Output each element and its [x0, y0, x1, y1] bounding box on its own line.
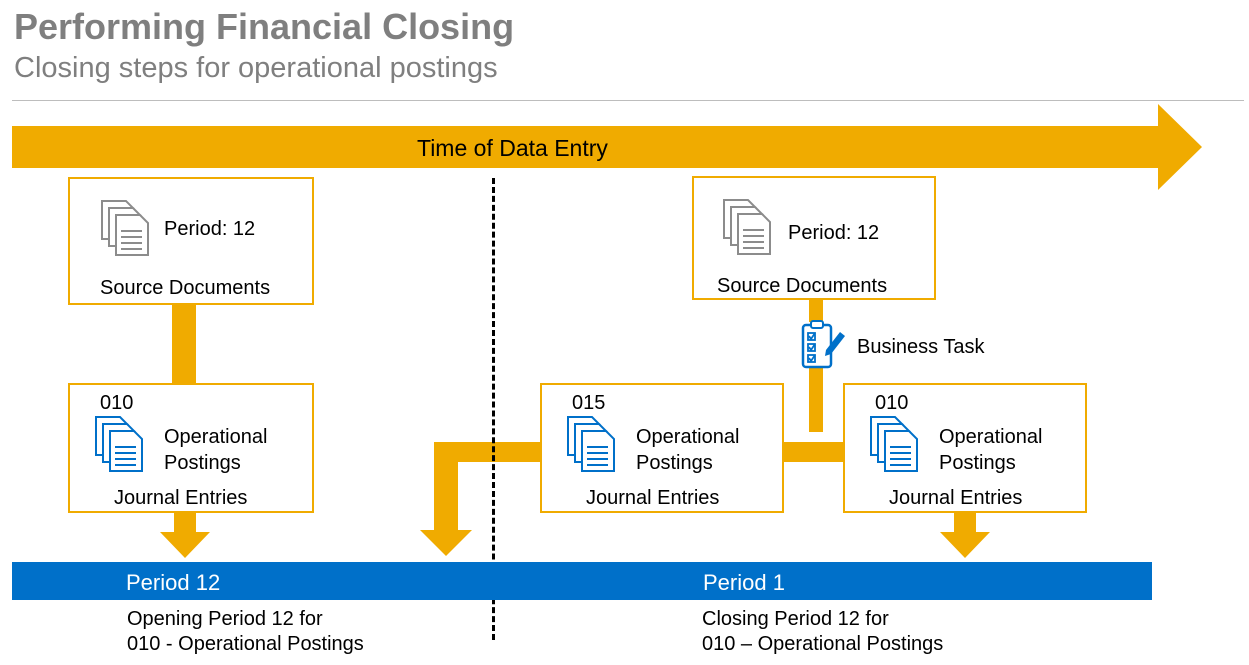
mid-ledger-code: 015: [572, 392, 606, 414]
journal-documents-icon: [567, 416, 615, 472]
arrow-down-period-boundary: [420, 530, 472, 556]
arrow-down-right: [940, 512, 990, 558]
right-source-caption: Source Documents: [717, 275, 888, 297]
right-source-documents-box: Period: 12 Source Documents: [692, 176, 936, 300]
page-subtitle: Closing steps for operational postings: [14, 52, 498, 84]
left-source-caption: Source Documents: [100, 277, 271, 299]
right-posting-caption: Journal Entries: [889, 487, 1023, 509]
left-source-documents-box: Period: 12 Source Documents: [68, 177, 314, 305]
connector-mid-to-left-vertical: [434, 442, 458, 532]
connector-left-vertical: [172, 305, 196, 383]
right-note-line2: 010 – Operational Postings: [702, 633, 944, 655]
period-right-label: Period 1: [703, 570, 785, 595]
right-operational-postings-box: 010 Operational Postings Journal Entries: [843, 383, 1087, 513]
source-documents-icon: [101, 200, 149, 256]
mid-posting-label-line2: Postings: [636, 452, 713, 474]
header-divider: [12, 100, 1244, 101]
mid-posting-label-line1: Operational: [636, 426, 740, 448]
journal-documents-icon: [870, 416, 918, 472]
period-bar: [12, 562, 1152, 600]
timeline-arrow-head: [1158, 104, 1202, 190]
period-divider-dashed: [492, 178, 495, 640]
right-note-line1: Closing Period 12 for: [702, 608, 889, 630]
right-posting-label-line1: Operational: [939, 426, 1043, 448]
connector-mid-to-left-horizontal: [434, 442, 542, 462]
right-posting-label-line2: Postings: [939, 452, 1016, 474]
left-posting-caption: Journal Entries: [114, 487, 248, 509]
source-documents-icon: [723, 199, 771, 255]
mid-operational-postings-box: 015 Operational Postings Journal Entries: [540, 383, 784, 513]
arrow-down-left: [160, 512, 210, 558]
right-ledger-code: 010: [875, 392, 909, 414]
checklist-icon: [801, 320, 845, 369]
connector-task-down: [809, 368, 823, 432]
left-note-line1: Opening Period 12 for: [127, 608, 323, 630]
connector-right-vertical: [809, 300, 823, 322]
left-posting-label-line1: Operational: [164, 426, 268, 448]
timeline-label: Time of Data Entry: [417, 135, 608, 161]
page-title: Performing Financial Closing: [14, 6, 515, 47]
left-ledger-code: 010: [100, 392, 134, 414]
left-note-line2: 010 - Operational Postings: [127, 633, 364, 655]
timeline-arrow-shaft: [12, 126, 1160, 168]
connector-mid-to-right: [783, 442, 845, 462]
left-source-period-label: Period: 12: [164, 218, 256, 240]
business-task-label: Business Task: [857, 336, 985, 358]
right-source-period-label: Period: 12: [788, 222, 880, 244]
left-posting-label-line2: Postings: [164, 452, 241, 474]
journal-documents-icon: [95, 416, 143, 472]
mid-posting-caption: Journal Entries: [586, 487, 720, 509]
left-operational-postings-box: 010 Operational Postings Journal Entries: [68, 383, 314, 513]
period-left-label: Period 12: [126, 570, 221, 595]
